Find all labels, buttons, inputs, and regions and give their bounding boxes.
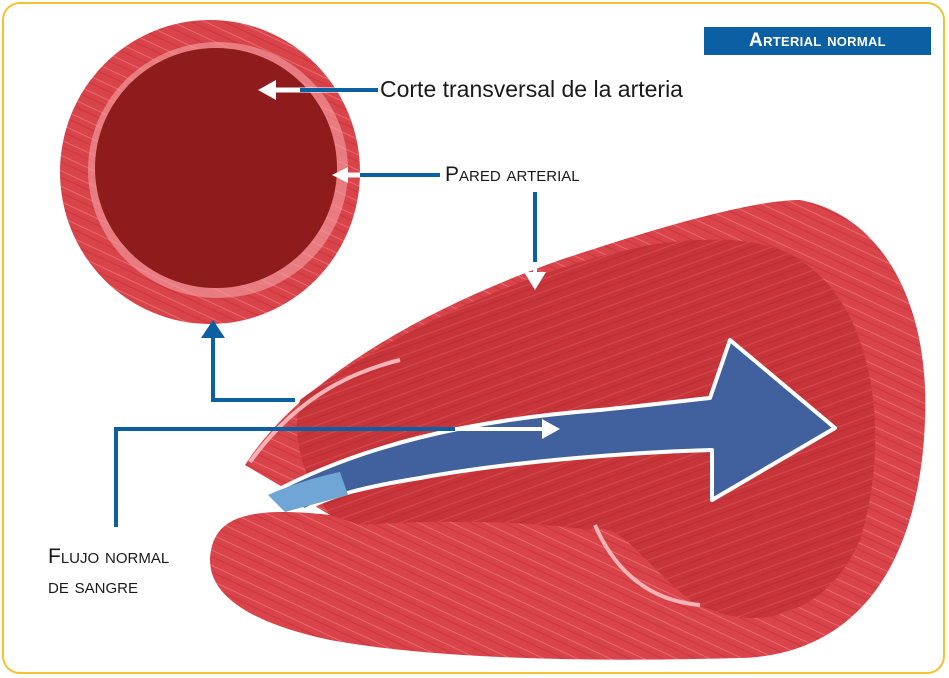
title-badge: Arterial normal xyxy=(704,27,931,55)
lumen xyxy=(95,48,337,288)
section-link-leader xyxy=(213,335,295,400)
label-flujo-sangre: Flujo normal de sangre xyxy=(48,542,169,602)
label-flujo-line1: Flujo normal xyxy=(48,542,169,572)
cross-section xyxy=(60,20,360,324)
label-corte-transversal: Corte transversal de la arteria xyxy=(380,76,683,103)
label-flujo-line2: de sangre xyxy=(48,572,169,602)
label-pared-arterial: Pared arterial xyxy=(445,163,580,187)
